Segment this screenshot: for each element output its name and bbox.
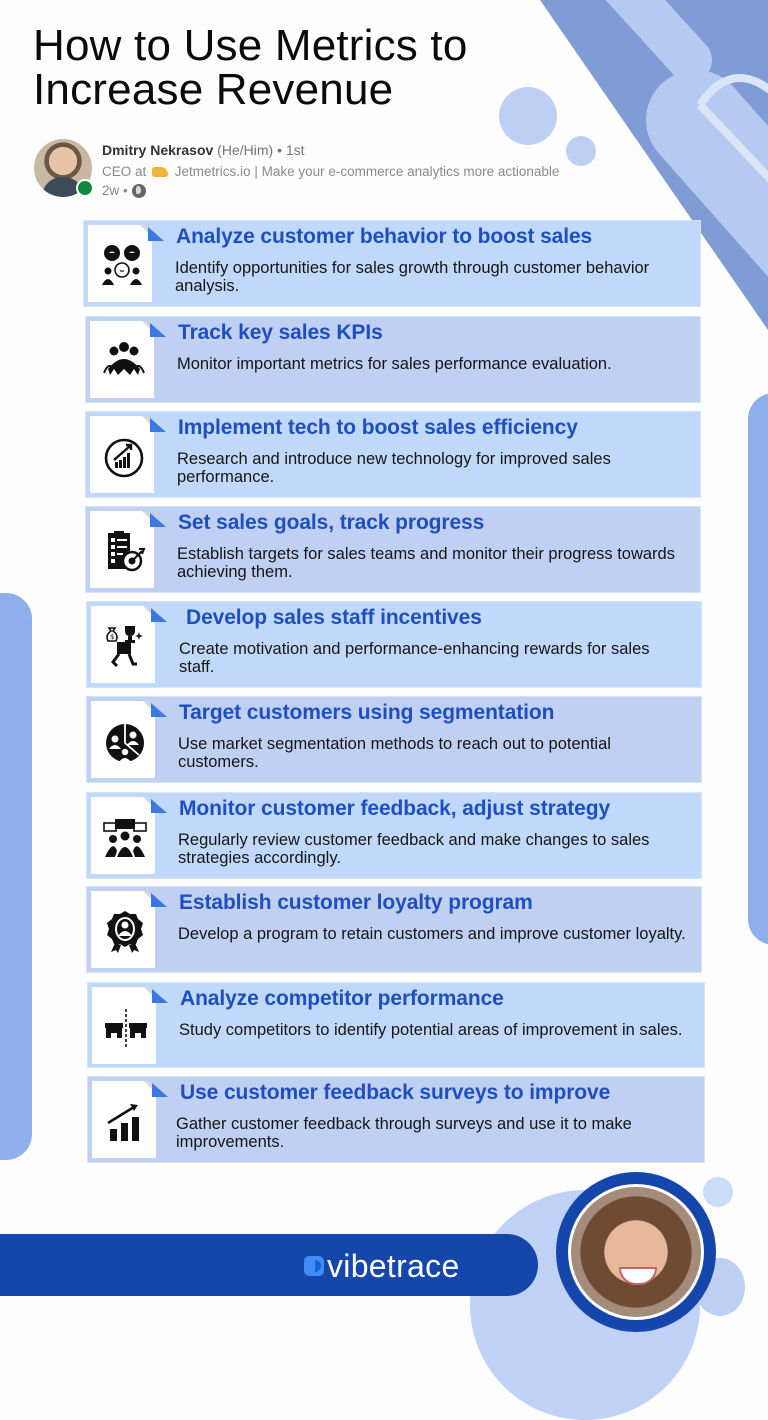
tip-description: Study competitors to identify potential … <box>179 1021 683 1039</box>
author-name[interactable]: Dmitry Nekrasov <box>102 142 214 158</box>
tip-description: Establish targets for sales teams and mo… <box>177 545 675 581</box>
decor-circle-small <box>703 1177 733 1207</box>
loyalty-badge-icon <box>107 911 143 953</box>
tip-title: Develop sales staff incentives <box>186 606 482 629</box>
tip-description: Create motivation and performance-enhanc… <box>179 640 650 676</box>
avatar-suit <box>42 177 84 197</box>
tip-card: Use customer feedback surveys to improve… <box>88 1077 704 1162</box>
icon-box <box>90 416 166 493</box>
tip-card: Set sales goals, track progress Establis… <box>86 507 700 592</box>
presenter-avatar <box>556 1172 716 1332</box>
post-time: 2w • <box>102 183 146 199</box>
tip-card: Target customers using segmentation Use … <box>87 697 701 782</box>
customer-behavior-icon <box>102 245 142 285</box>
connection-degree: • 1st <box>277 142 305 158</box>
tip-title: Analyze competitor performance <box>180 987 504 1010</box>
checklist-target-icon <box>108 531 146 572</box>
tip-title: Implement tech to boost sales efficiency <box>178 416 578 439</box>
icon-box <box>92 987 168 1064</box>
growth-chart-circle-icon <box>104 438 144 478</box>
headline-prefix: CEO at <box>102 164 147 179</box>
tip-card: Monitor customer feedback, adjust strate… <box>87 793 701 878</box>
title-line-2: Increase Revenue <box>33 65 394 114</box>
feedback-group-icon <box>103 819 147 857</box>
tip-title: Establish customer loyalty program <box>179 891 533 914</box>
online-status-icon <box>76 179 94 197</box>
tip-card: Analyze customer behavior to boost sales… <box>84 221 700 306</box>
tip-title: Use customer feedback surveys to improve <box>180 1081 611 1104</box>
segmentation-pie-icon <box>106 724 144 762</box>
diagonal-shapes-decor <box>540 0 768 330</box>
post-age: 2w • <box>102 183 128 198</box>
icon-box <box>91 797 167 874</box>
decor-pill-left <box>0 593 32 1160</box>
icon-box <box>91 701 167 778</box>
headline-text: Jetmetrics.io | Make your e-commerce ana… <box>174 164 560 179</box>
brand-name: vibetrace <box>327 1247 460 1284</box>
avatar-border <box>568 1184 704 1320</box>
competitor-stores-icon <box>105 1009 147 1047</box>
tip-title: Track key sales KPIs <box>178 321 383 344</box>
author-name-line: Dmitry Nekrasov (He/Him) • 1st <box>102 142 305 158</box>
tip-card: $ Develop sales staff incentives Create … <box>87 602 701 687</box>
icon-box: $ <box>91 606 167 683</box>
decor-circle-small <box>566 136 596 166</box>
bar-chart-arrow-icon <box>107 1104 139 1141</box>
tip-title: Analyze customer behavior to boost sales <box>176 225 593 248</box>
icon-box <box>92 1081 168 1158</box>
tip-card: Implement tech to boost sales efficiency… <box>86 412 700 497</box>
tip-description: Regularly review customer feedback and m… <box>178 831 650 867</box>
team-kpi-icon <box>103 342 145 375</box>
vibetrace-logo-icon <box>304 1256 324 1276</box>
tip-description: Monitor important metrics for sales perf… <box>177 355 612 373</box>
tip-card: Establish customer loyalty program Devel… <box>87 887 701 972</box>
author-headline: CEO at Jetmetrics.io | Make your e-comme… <box>102 164 559 179</box>
smile <box>619 1267 657 1285</box>
svg-text:$: $ <box>110 633 114 641</box>
presenter-photo <box>571 1187 701 1317</box>
tip-description: Use market segmentation methods to reach… <box>178 735 611 771</box>
icon-box <box>90 321 166 398</box>
tip-title: Target customers using segmentation <box>179 701 555 724</box>
decor-circle <box>499 87 557 145</box>
footer-brand-bar <box>0 1234 538 1296</box>
tip-card: Track key sales KPIs Monitor important m… <box>86 317 700 402</box>
decor-pill-right <box>748 393 768 945</box>
tip-description: Identify opportunities for sales growth … <box>175 259 650 295</box>
icon-box <box>90 511 166 588</box>
globe-icon <box>131 184 146 199</box>
tip-card: Analyze competitor performance Study com… <box>88 983 704 1067</box>
tip-description: Gather customer feedback through surveys… <box>176 1115 632 1151</box>
page-title: How to Use Metrics to Increase Revenue <box>33 24 468 112</box>
icon-box <box>91 891 167 968</box>
icon-box <box>88 225 164 302</box>
author-pronouns: (He/Him) <box>217 142 274 158</box>
tip-description: Develop a program to retain customers an… <box>178 925 686 943</box>
tip-description: Research and introduce new technology fo… <box>177 450 611 486</box>
trophy-reward-icon: $ <box>106 626 143 668</box>
tip-title: Monitor customer feedback, adjust strate… <box>179 797 611 820</box>
brand-logo[interactable]: vibetrace <box>304 1248 460 1284</box>
tip-title: Set sales goals, track progress <box>178 511 485 534</box>
pointing-hand-icon <box>152 167 169 178</box>
title-line-1: How to Use Metrics to <box>33 21 468 70</box>
